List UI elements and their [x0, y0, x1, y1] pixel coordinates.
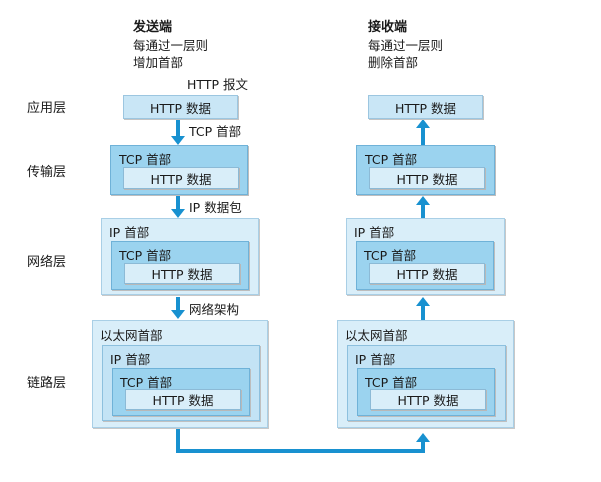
- receiver-transport-tcp-segment: TCP 首部 HTTP 数据: [356, 145, 495, 195]
- sender-app-http-data-label: HTTP 数据: [150, 100, 211, 116]
- link-connector-arrow: [176, 429, 430, 453]
- receiver-arrow-link-to-network: [416, 297, 430, 320]
- annotation-http-message: HTTP 报文: [187, 77, 248, 92]
- sender-link-tcp-header-label: TCP 首部: [120, 375, 173, 390]
- sender-transport-tcp-segment: TCP 首部 HTTP 数据: [110, 145, 248, 195]
- annotation-ip-packet: IP 数据包: [189, 200, 242, 215]
- sender-link-tcp-segment: TCP 首部 HTTP 数据: [112, 368, 250, 416]
- layer-label-network: 网络层: [27, 255, 67, 270]
- receiver-link-http-data-label: HTTP 数据: [397, 393, 459, 408]
- receiver-link-http-data: HTTP 数据: [370, 389, 486, 410]
- sender-title: 发送端: [133, 20, 173, 35]
- receiver-network-ip-packet: IP 首部 TCP 首部 HTTP 数据: [346, 218, 505, 295]
- receiver-transport-tcp-header-label: TCP 首部: [365, 152, 418, 167]
- sender-arrow-transport-to-network: [171, 196, 185, 218]
- receiver-network-http-data-label: HTTP 数据: [396, 267, 458, 282]
- layer-label-application: 应用层: [27, 101, 67, 116]
- receiver-network-tcp-header-label: TCP 首部: [364, 248, 417, 263]
- sender-link-http-data-label: HTTP 数据: [152, 393, 214, 408]
- sender-network-http-data-label: HTTP 数据: [151, 267, 213, 282]
- receiver-link-frame: 以太网首部 IP 首部 TCP 首部 HTTP 数据: [337, 320, 514, 428]
- sender-network-ip-packet: IP 首部 TCP 首部 HTTP 数据: [101, 218, 259, 295]
- receiver-network-http-data: HTTP 数据: [369, 263, 485, 284]
- receiver-transport-http-data-label: HTTP 数据: [396, 171, 458, 187]
- sender-network-ip-header-label: IP 首部: [109, 225, 150, 240]
- receiver-desc-line1: 每通过一层则: [368, 38, 444, 53]
- sender-app-http-data: HTTP 数据: [123, 95, 238, 119]
- sender-desc-line2: 增加首部: [133, 55, 184, 70]
- sender-link-frame: 以太网首部 IP 首部 TCP 首部 HTTP 数据: [92, 320, 268, 428]
- sender-transport-http-data: HTTP 数据: [123, 167, 239, 189]
- sender-network-tcp-header-label: TCP 首部: [119, 248, 172, 263]
- annotation-tcp-header: TCP 首部: [189, 124, 242, 139]
- annotation-network-frame: 网络架构: [189, 302, 240, 317]
- sender-network-http-data: HTTP 数据: [124, 263, 240, 284]
- receiver-link-ip-header-label: IP 首部: [355, 352, 396, 367]
- receiver-app-http-data-label: HTTP 数据: [395, 100, 456, 116]
- receiver-link-ethernet-header-label: 以太网首部: [345, 328, 408, 343]
- sender-link-ip-header-label: IP 首部: [110, 352, 151, 367]
- sender-transport-http-data-label: HTTP 数据: [150, 171, 212, 187]
- receiver-network-tcp-segment: TCP 首部 HTTP 数据: [356, 241, 494, 290]
- sender-link-http-data: HTTP 数据: [125, 389, 241, 410]
- receiver-app-http-data: HTTP 数据: [368, 95, 483, 119]
- receiver-desc-line2: 删除首部: [368, 55, 419, 70]
- receiver-link-tcp-segment: TCP 首部 HTTP 数据: [357, 368, 495, 416]
- receiver-network-ip-header-label: IP 首部: [354, 225, 395, 240]
- receiver-link-tcp-header-label: TCP 首部: [365, 375, 418, 390]
- receiver-transport-http-data: HTTP 数据: [369, 167, 485, 189]
- receiver-arrow-network-to-transport: [416, 196, 430, 218]
- sender-transport-tcp-header-label: TCP 首部: [119, 152, 172, 167]
- sender-desc-line1: 每通过一层则: [133, 38, 209, 53]
- sender-link-ip-packet: IP 首部 TCP 首部 HTTP 数据: [102, 345, 260, 421]
- sender-arrow-network-to-link: [171, 297, 185, 319]
- sender-link-ethernet-header-label: 以太网首部: [100, 328, 163, 343]
- layer-label-link: 链路层: [27, 376, 67, 391]
- receiver-arrow-transport-to-app: [416, 119, 430, 145]
- receiver-link-ip-packet: IP 首部 TCP 首部 HTTP 数据: [347, 345, 506, 421]
- receiver-title: 接收端: [368, 20, 408, 35]
- sender-network-tcp-segment: TCP 首部 HTTP 数据: [111, 241, 249, 290]
- layer-label-transport: 传输层: [27, 165, 67, 180]
- sender-arrow-app-to-transport: [171, 118, 185, 145]
